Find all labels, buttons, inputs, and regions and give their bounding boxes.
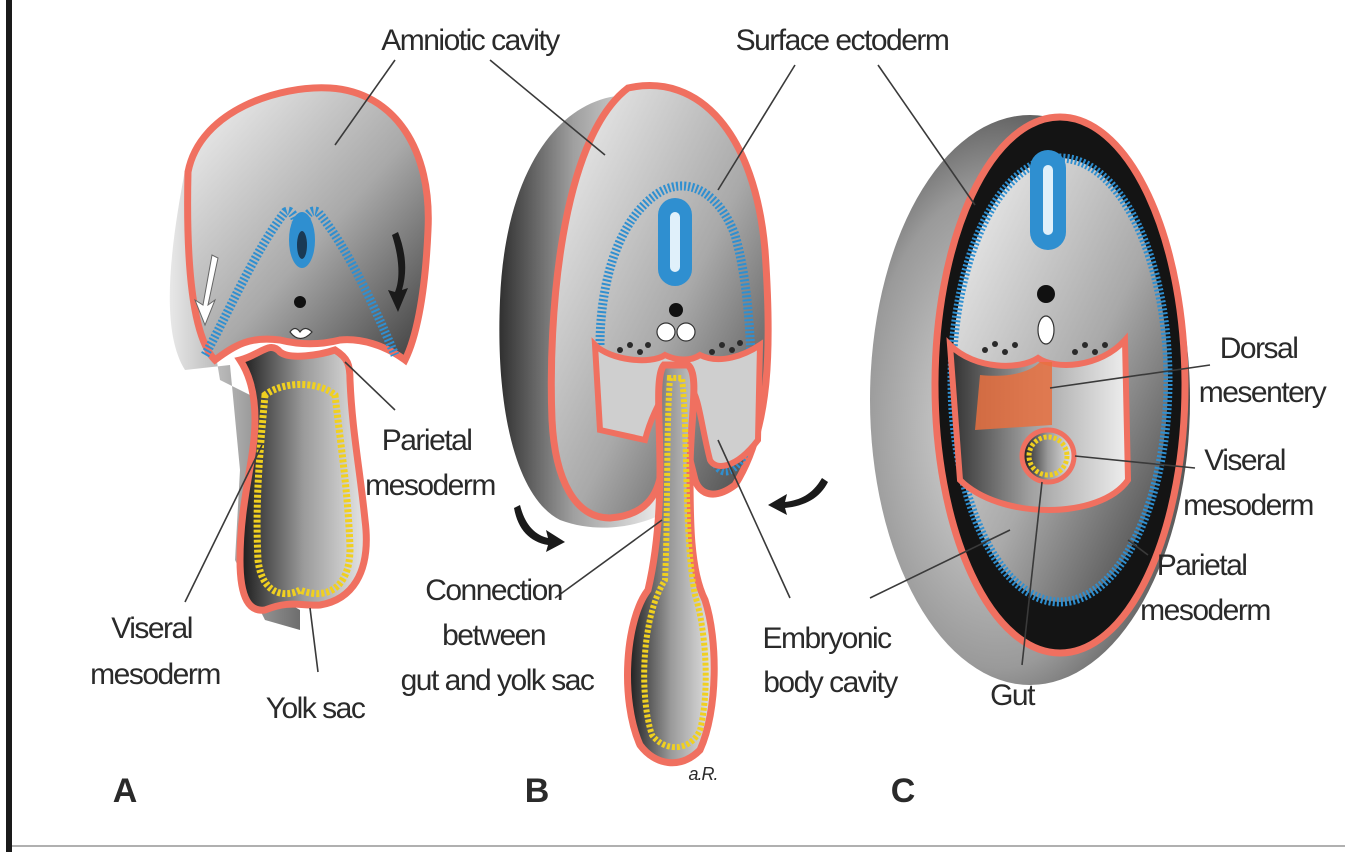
notochord-a [294, 296, 306, 308]
panel-a-embryo [170, 88, 429, 630]
label-gut: Gut [990, 679, 1036, 712]
panel-letter-c: C [891, 772, 916, 810]
label-embryonic-body-cavity: Embryonic body cavity [762, 622, 898, 699]
notochord-c [1037, 285, 1055, 303]
label-connection: Connection between gut and yolk sac [401, 574, 595, 697]
left-border-bar [6, 0, 12, 852]
label-dorsal-mesentery: Dorsal mesentery [1199, 332, 1327, 409]
artist-signature: a.R. [688, 764, 717, 784]
panel-letter-a: A [113, 772, 138, 810]
fold-arrow-right-b [768, 478, 828, 515]
label-parietal-mesoderm-a: Parietal mesoderm [365, 424, 495, 502]
panel-letter-b: B [525, 772, 550, 810]
label-parietal-mesoderm-c: Parietal mesoderm [1140, 549, 1270, 627]
label-viseral-mesoderm-c: Viseral mesoderm [1183, 444, 1313, 522]
panel-b-embryo [499, 86, 828, 763]
label-surface-ectoderm: Surface ectoderm [736, 24, 949, 57]
label-viseral-mesoderm-a: Viseral mesoderm [90, 612, 220, 691]
label-amniotic-cavity: Amniotic cavity [381, 24, 560, 57]
label-yolk-sac: Yolk sac [266, 692, 366, 725]
notochord-b [669, 303, 683, 317]
